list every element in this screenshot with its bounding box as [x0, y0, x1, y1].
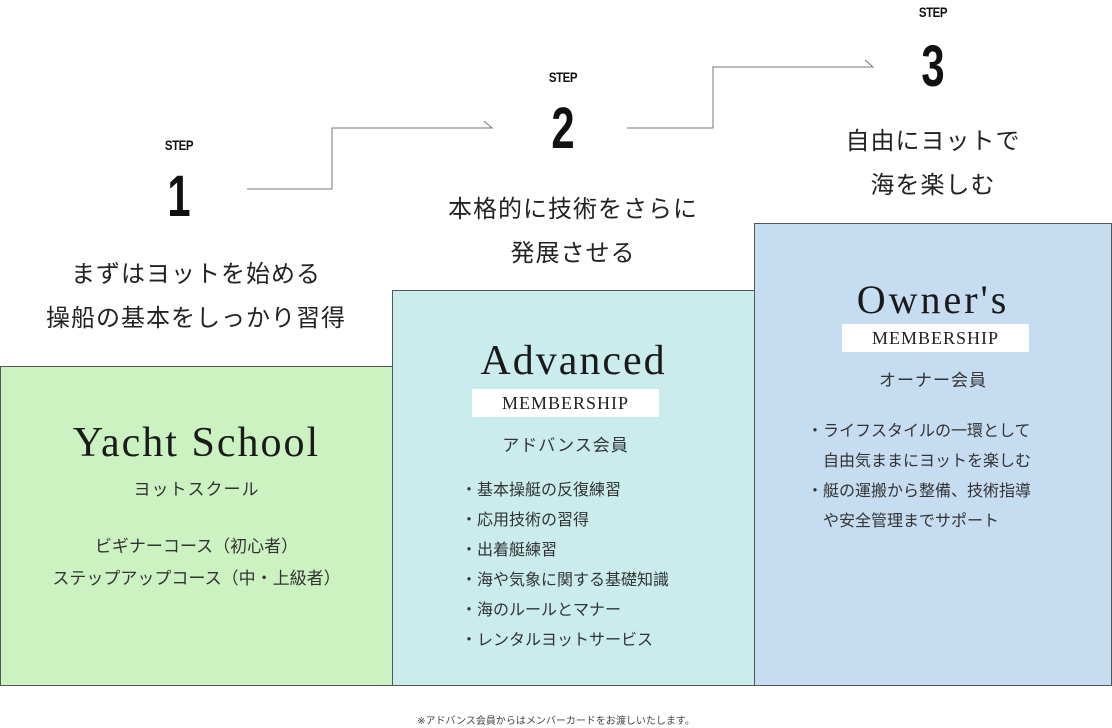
- membership-card-footnote: ※アドバンス会員からはメンバーカードをお渡しいたします。: [417, 716, 695, 727]
- step-2-number: 2: [551, 96, 575, 161]
- step-3-tagline: 自由にヨットで 海を楽しむ: [754, 119, 1112, 207]
- owners-benefit-list: ・ライフスタイルの一環として 自由気ままにヨットを楽しむ ・艇の運搬から整備、技…: [807, 416, 1031, 536]
- step-2-tagline-line1: 本格的に技術をさらに: [448, 195, 698, 223]
- list-item-continuation: や安全管理までサポート: [823, 511, 1000, 530]
- course-step-up: ステップアップコース（中・上級者）: [52, 569, 341, 589]
- advanced-membership-label: MEMBERSHIP: [472, 389, 659, 417]
- owners-membership-card: Owner's MEMBERSHIP オーナー会員 ・ライフスタイルの一環として…: [754, 223, 1112, 686]
- step-1-tagline: まずはヨットを始める 操船の基本をしっかり習得: [0, 252, 392, 340]
- yacht-school-subtitle: ヨットスクール: [133, 480, 260, 500]
- owners-membership-label: MEMBERSHIP: [842, 324, 1029, 352]
- yacht-school-courses: ビギナーコース（初心者） ステップアップコース（中・上級者）: [1, 531, 392, 595]
- step-2-tagline-line2: 発展させる: [510, 239, 636, 267]
- advanced-benefit-list: ・基本操艇の反復練習 ・応用技術の習得 ・出着艇練習 ・海や気象に関する基礎知識…: [461, 475, 669, 655]
- step-1-tagline-line1: まずはヨットを始める: [71, 260, 321, 288]
- step-1-number: 1: [167, 164, 191, 229]
- step-3-label: STEP: [918, 4, 948, 20]
- step-1-tagline-line2: 操船の基本をしっかり習得: [46, 304, 346, 332]
- list-item: ・海や気象に関する基礎知識: [461, 570, 670, 589]
- yacht-school-title: Yacht School: [72, 420, 321, 466]
- step-3-tagline-line1: 自由にヨットで: [845, 127, 1021, 155]
- step-2-label: STEP: [548, 69, 578, 85]
- list-item: ・応用技術の習得: [461, 510, 590, 529]
- list-item: ・レンタルヨットサービス: [461, 630, 654, 649]
- list-item: ・出着艇練習: [461, 540, 558, 559]
- step-2-tagline: 本格的に技術をさらに 発展させる: [392, 187, 754, 275]
- list-item: ・艇の運搬から整備、技術指導: [807, 481, 1032, 500]
- list-item: ・海のルールとマナー: [461, 600, 622, 619]
- connector-step2-to-step3: [627, 59, 875, 129]
- advanced-subtitle: アドバンス会員: [502, 436, 629, 456]
- course-beginner: ビギナーコース（初心者）: [94, 537, 299, 557]
- step-1-label: STEP: [164, 137, 194, 153]
- list-item: ・基本操艇の反復練習: [461, 480, 622, 499]
- owners-subtitle: オーナー会員: [879, 371, 987, 391]
- owners-title: Owner's: [856, 277, 1010, 322]
- advanced-title: Advanced: [480, 338, 667, 384]
- step-3-number: 3: [921, 34, 945, 99]
- connector-step1-to-step2: [247, 120, 494, 190]
- advanced-membership-card: Advanced MEMBERSHIP アドバンス会員 ・基本操艇の反復練習 ・…: [392, 290, 755, 686]
- step-3-tagline-line2: 海を楽しむ: [870, 171, 996, 199]
- list-item-continuation: 自由気ままにヨットを楽しむ: [823, 451, 1032, 470]
- list-item: ・ライフスタイルの一環として: [807, 421, 1031, 440]
- yacht-school-card: Yacht School ヨットスクール ビギナーコース（初心者） ステップアッ…: [0, 366, 393, 686]
